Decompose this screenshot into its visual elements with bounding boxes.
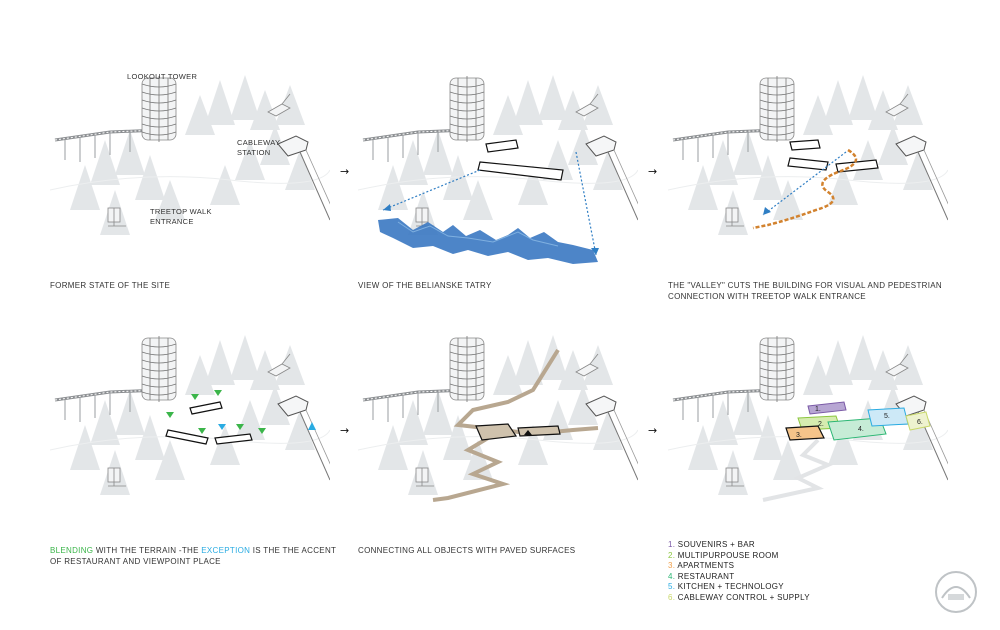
site-drawing-1 — [50, 73, 330, 237]
legend-item-3: 3. APARTMENTS — [668, 561, 810, 572]
zone-3-apartments — [785, 425, 825, 441]
legend-text-1: SOUVENIRS + BAR — [675, 540, 755, 549]
legend-num-1: 1. — [668, 540, 676, 549]
caption-blending-middle: WITH THE TERRAIN -THE — [93, 546, 202, 555]
zone-label-6: 6. — [917, 419, 923, 426]
legend-num-2: 2. — [668, 550, 676, 560]
caption-paved: CONNECTING ALL OBJECTS WITH PAVED SURFAC… — [358, 546, 576, 555]
caption-former-state: FORMER STATE OF THE SITE — [50, 281, 171, 290]
legend-item-6: 6. CABLEWAY CONTROL + SUPPLY — [668, 593, 810, 604]
panel-former-state — [50, 70, 330, 270]
zone-6-cableway-control — [905, 411, 931, 431]
legend-item-4: 4. RESTAURANT — [668, 572, 810, 583]
watermark-logo — [930, 568, 982, 616]
legend-item-5: 5. KITCHEN + TECHNOLOGY — [668, 582, 810, 593]
zone-label-3: 3. — [796, 432, 802, 439]
legend-item-1: 1. SOUVENIRS + BAR — [668, 540, 810, 551]
caption-blending-end: IS THE THE ACCENT OF RESTAURANT AND VIEW… — [50, 546, 337, 566]
legend-text-6: CABLEWAY CONTROL + SUPPLY — [675, 592, 810, 602]
caption-valley: THE "VALLEY" CUTS THE BUILDING FOR VISUA… — [668, 281, 942, 301]
caption-blending-word: BLENDING — [50, 546, 94, 555]
legend-num-4: 4. — [668, 571, 676, 581]
caption-exception-word: EXCEPTION — [201, 546, 251, 555]
arrow-right-2: → — [648, 165, 658, 178]
legend-num-6: 6. — [668, 592, 676, 602]
legend-item-2: 2. MULTIPURPOUSE ROOM — [668, 551, 810, 562]
label-treetop-walk-entrance: TREETOP WALK ENTRANCE — [150, 207, 212, 226]
watermark-graphic — [935, 571, 977, 613]
panel-valley-cuts — [668, 70, 948, 270]
arrow-right-3: → — [340, 424, 350, 437]
panel-paved-surfaces — [358, 330, 638, 530]
zone-label-2: 2. — [818, 421, 824, 428]
caption-blending: BLENDING WITH THE TERRAIN -THE EXCEPTION… — [50, 545, 340, 567]
legend-text-4: RESTAURANT — [675, 571, 735, 581]
zone-label-1: 1. — [815, 406, 821, 413]
legend-num-5: 5. — [668, 582, 676, 591]
legend-text-2: MULTIPURPOUSE ROOM — [675, 550, 779, 560]
panel-program-zones: 1. 2. 3. 4. 5. 6. — [668, 330, 948, 530]
program-legend: 1. SOUVENIRS + BAR 2. MULTIPURPOUSE ROOM… — [668, 540, 810, 603]
site-drawing-3 — [668, 73, 948, 237]
legend-text-5: KITCHEN + TECHNOLOGY — [675, 582, 784, 591]
arrow-right-4: → — [648, 424, 658, 437]
site-drawing-6: 1. 2. 3. 4. 5. 6. — [668, 333, 948, 502]
legend-text-3: APARTMENTS — [675, 561, 735, 570]
zone-label-5: 5. — [884, 413, 890, 420]
label-cableway-station: CABLEWAY STATION — [237, 138, 281, 157]
site-drawing-5 — [358, 333, 638, 502]
caption-view-tatry: VIEW OF THE BELIANSKE TATRY — [358, 281, 492, 290]
site-drawing-2 — [358, 73, 638, 264]
site-drawing-4 — [50, 333, 330, 497]
zone-1-souvenirs — [807, 401, 847, 415]
zone-label-4: 4. — [858, 426, 864, 433]
panel-view-belianske-tatry — [358, 70, 638, 270]
arrow-right-1: → — [340, 165, 350, 178]
legend-num-3: 3. — [668, 561, 676, 570]
panel-blending — [50, 330, 330, 530]
label-lookout-tower: LOOKOUT TOWER — [127, 72, 198, 81]
